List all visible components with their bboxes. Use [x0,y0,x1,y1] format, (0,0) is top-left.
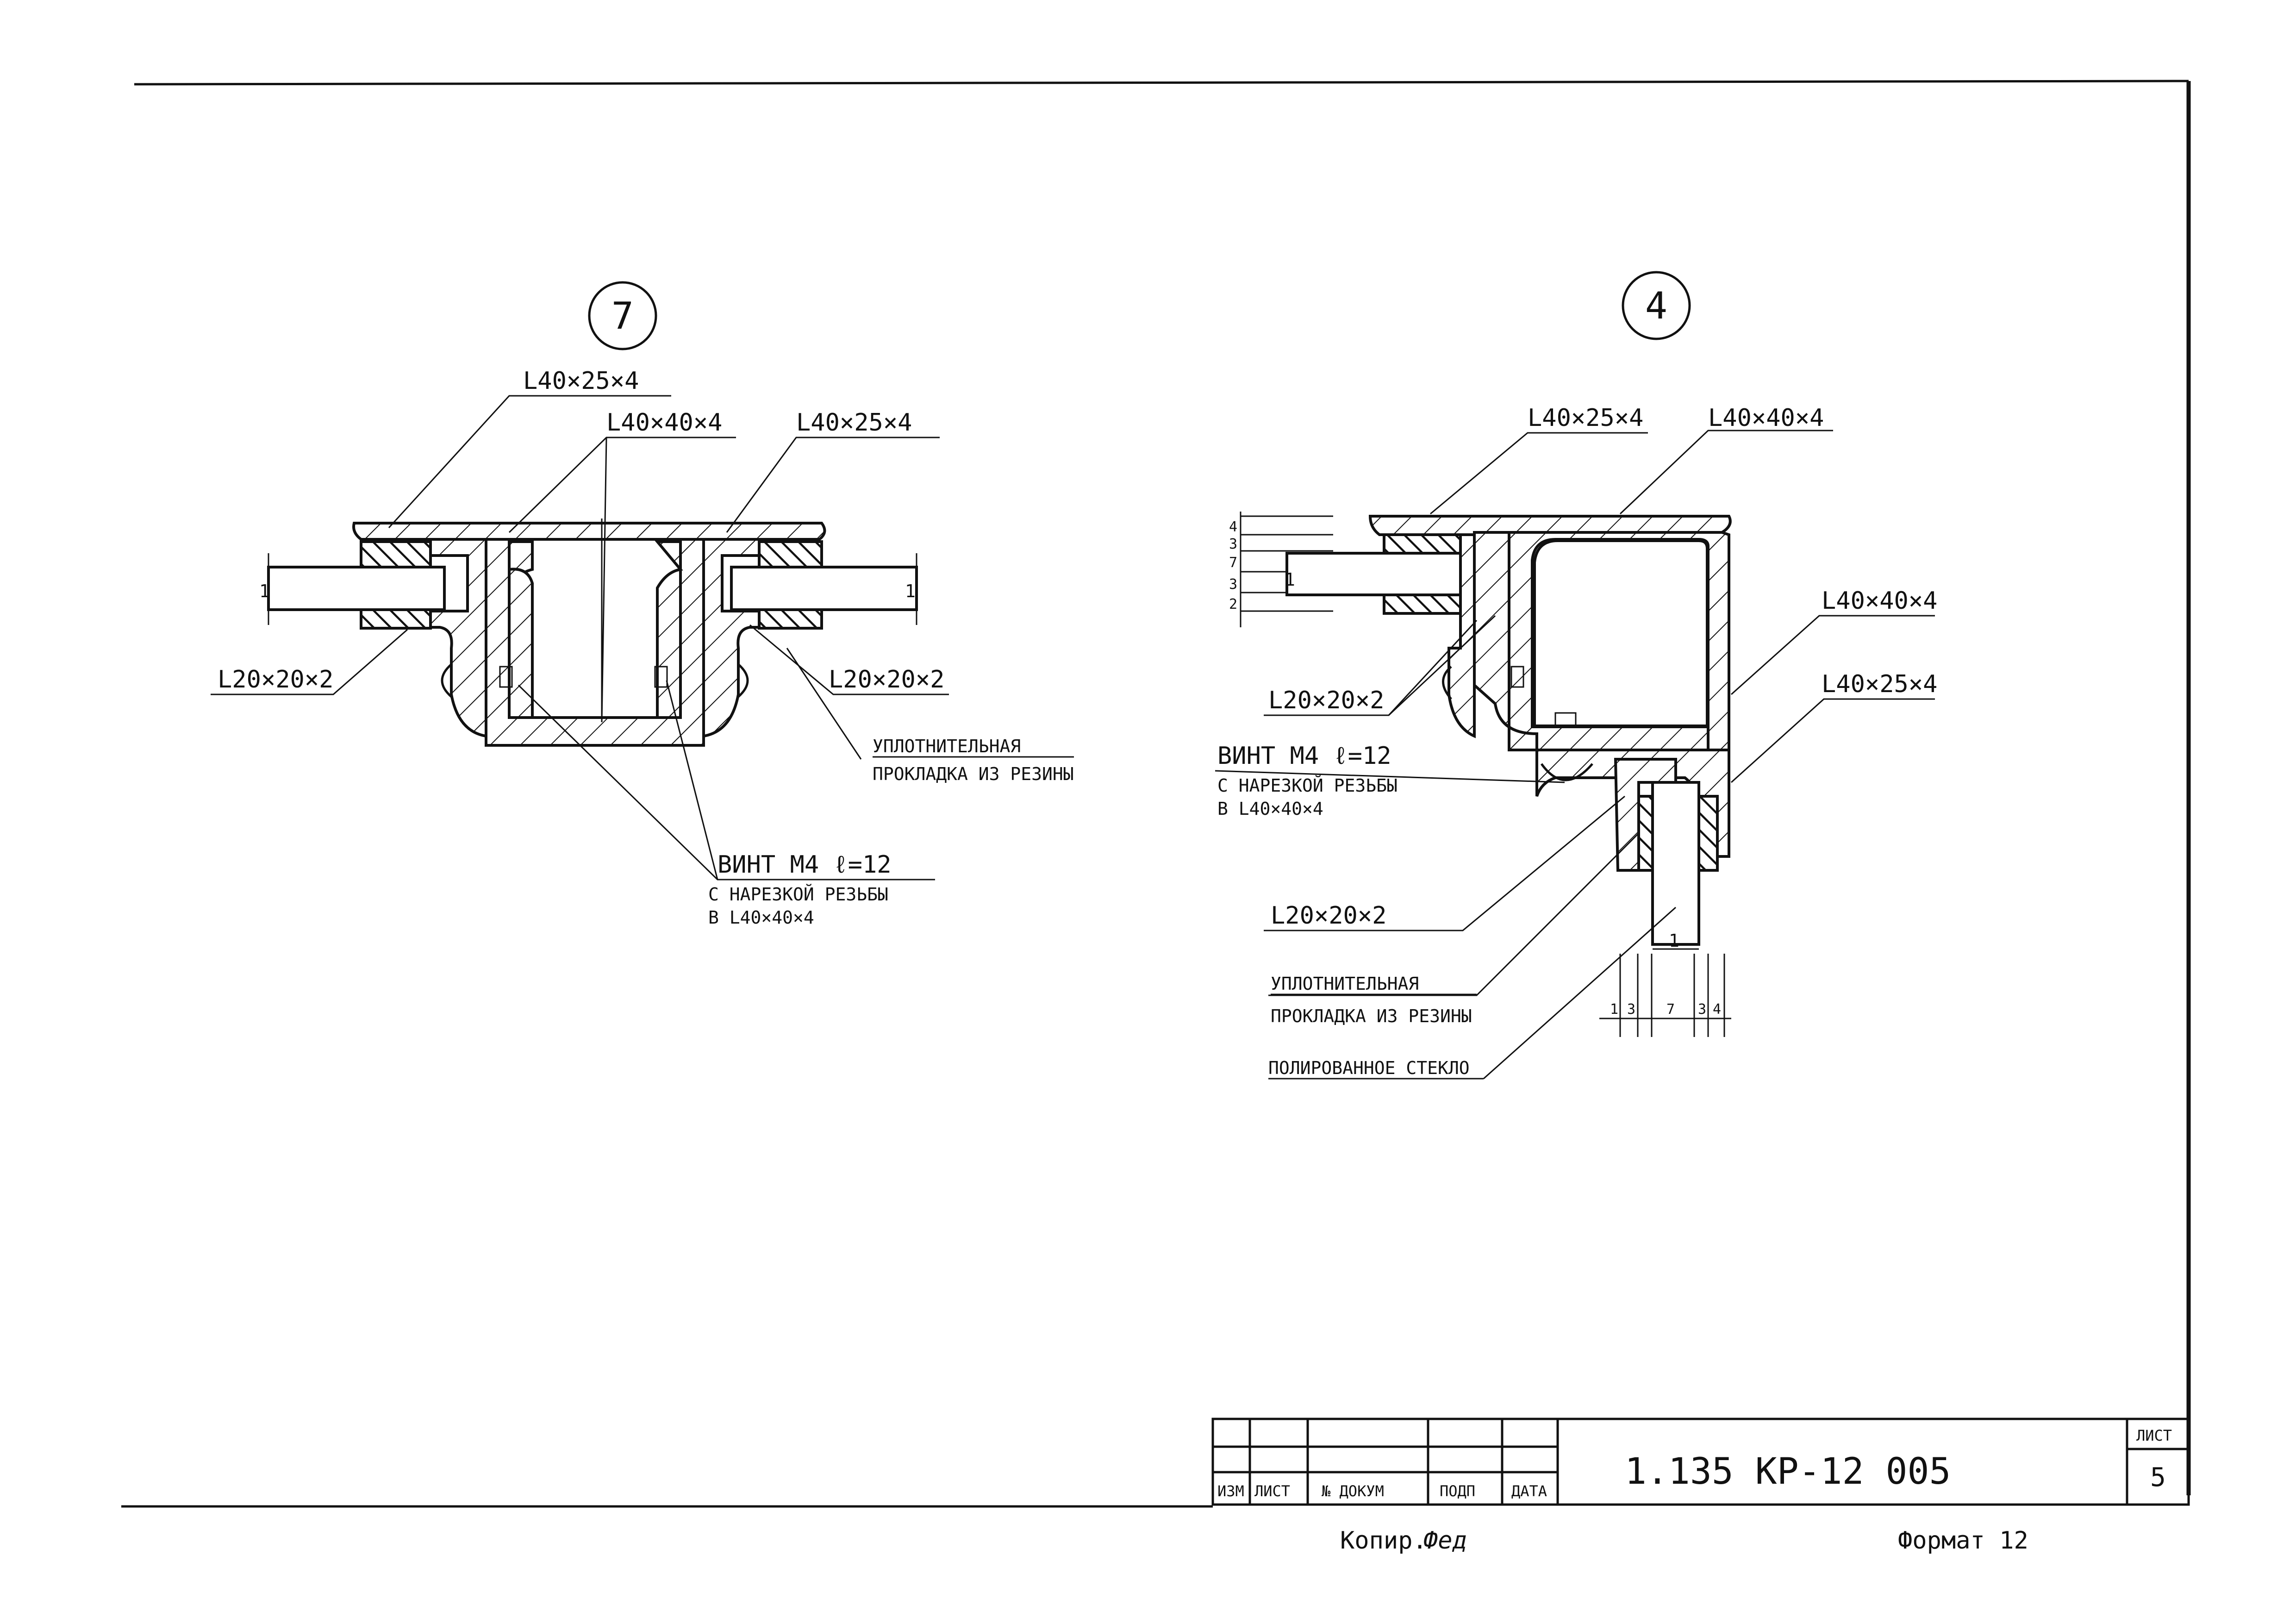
box-void [1533,539,1709,727]
col-header-list: ЛИСТ [1254,1482,1290,1500]
sheet-frame [121,80,2191,1508]
svg-text:4: 4 [1229,519,1237,535]
label-angle-center: L40×40×4 [606,409,722,437]
label-screw-line3: В L40×40×4 [1217,799,1323,819]
sheet-label: ЛИСТ [2136,1427,2172,1444]
gasket-right-bottom [758,608,823,630]
gasket-right-top [758,540,823,568]
svg-text:3: 3 [1627,1001,1635,1018]
label-gasket-line1: УПЛОТНИТЕЛЬНАЯ [1271,974,1419,994]
gasket-left-top [360,540,432,568]
svg-text:3: 3 [1229,576,1237,593]
glass-mark-left: 1 [259,581,270,601]
label-angle-right-2: L40×25×4 [1822,670,1937,698]
label-screw-line3: В L40×40×4 [708,907,814,928]
label-small-angle-1: L20×20×2 [1268,687,1384,714]
label-screw-line2: С НАРЕЗКОЙ РЕЗЬБЫ [1217,775,1398,796]
screw-head-left [1442,666,1452,700]
screw-head-right [737,663,749,698]
label-small-angle-right: L20×20×2 [829,666,944,693]
detail-mark-circle [1622,271,1691,340]
col-header-date: ДАТА [1511,1482,1547,1500]
glass-pane-horizontal [1285,552,1464,596]
svg-text:7: 7 [1229,555,1237,571]
copied-signature: Фед [1423,1527,1467,1555]
detail-mark: 4 [1645,284,1667,327]
detail-mark: 7 [611,294,634,337]
label-angle-top-right: L40×40×4 [1708,404,1824,432]
screw-head-left [441,663,452,698]
svg-text:1: 1 [1610,1001,1618,1018]
label-small-angle-left: L20×20×2 [218,666,333,693]
label-angle-right-1: L40×40×4 [1822,587,1937,615]
svg-text:3: 3 [1229,536,1237,552]
small-angle-left [429,538,487,738]
label-small-angle-2: L20×20×2 [1271,902,1386,930]
svg-text:7: 7 [1666,1001,1675,1018]
glass-mark-right: 1 [905,581,916,601]
channel-void [508,538,682,719]
glass-pane-right [730,566,918,611]
sheet-number: 5 [2150,1462,2166,1493]
label-screw-line1: ВИНТ М4 ℓ=12 [718,851,892,879]
glass-pane-vertical [1651,781,1700,946]
label-gasket-line2: ПРОКЛАДКА ИЗ РЕЗИНЫ [1271,1006,1472,1026]
label-glass: ПОЛИРОВАННОЕ СТЕКЛО [1268,1058,1470,1078]
col-header-sign: ПОДП [1440,1482,1475,1500]
label-angle-top-right: L40×25×4 [796,409,912,437]
label-angle-top-left: L40×25×4 [523,367,639,395]
svg-text:4: 4 [1713,1001,1721,1018]
detail-mark-circle [588,281,657,350]
detail-7: 7 1 1 [211,281,1074,928]
copied-label: Копир. [1340,1527,1427,1555]
svg-text:2: 2 [1229,596,1237,612]
glass-pane-left [267,566,446,611]
glass-mark-bottom: 1 [1669,931,1679,951]
label-screw-line1: ВИНТ М4 ℓ=12 [1217,742,1391,770]
gasket-h-top [1383,533,1462,555]
designation: 1.135 КР-12 005 [1625,1451,1951,1493]
small-angle-bottom [1614,758,1677,872]
title-block: ИЗМ ЛИСТ № ДОКУМ ПОДП ДАТА 1.135 КР-12 0… [1211,1418,2190,1506]
label-gasket-line1: УПЛОТНИТЕЛЬНАЯ [873,736,1021,756]
format-label: Формат 12 [1898,1527,2028,1555]
col-header-doc: № ДОКУМ [1322,1482,1384,1500]
col-header-izm: ИЗМ [1217,1482,1244,1500]
screw-head-bottom [1540,763,1593,781]
gasket-h-bottom [1383,593,1462,615]
gasket-v-right [1697,795,1719,872]
vertical-leg [1473,531,1538,751]
glass-mark-top: 1 [1285,569,1295,590]
gasket-left-bottom [360,608,432,630]
detail-4: 4 4 3 7 3 2 1 1 [1215,271,1937,1080]
label-screw-line2: С НАРЕЗКОЙ РЕЗЬБЫ [708,884,888,905]
label-gasket-line2: ПРОКЛАДКА ИЗ РЕЗИНЫ [873,764,1074,784]
svg-text:3: 3 [1698,1001,1706,1018]
label-angle-top-left: L40×25×4 [1528,404,1643,432]
